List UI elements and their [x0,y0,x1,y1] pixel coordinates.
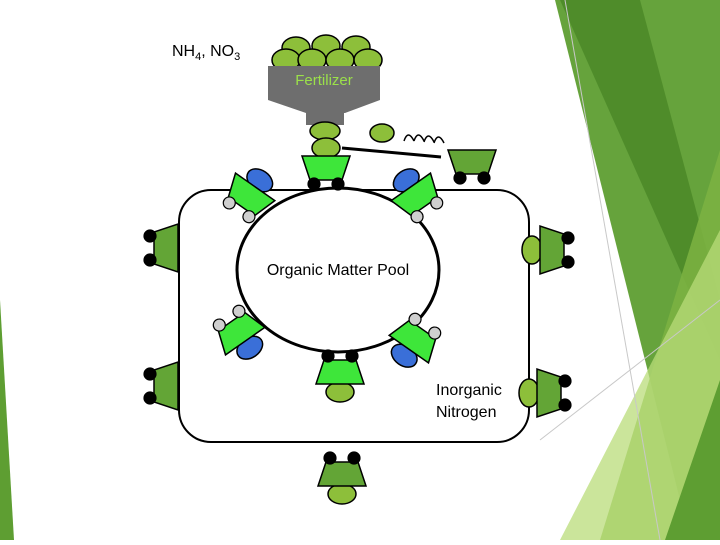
fertilizer-label: Fertilizer [268,72,380,89]
no3-text: , NO [201,43,234,60]
organic-matter-pool-label: Organic Matter Pool [240,262,436,280]
nh4-no3-label: NH4, NO3 [172,43,240,63]
inorganic-line2: Nitrogen [436,402,502,424]
inorganic-nitrogen-label: Inorganic Nitrogen [436,380,502,424]
nh4-text: NH [172,43,195,60]
no3-subscript: 3 [234,51,240,63]
inorganic-line1: Inorganic [436,380,502,402]
